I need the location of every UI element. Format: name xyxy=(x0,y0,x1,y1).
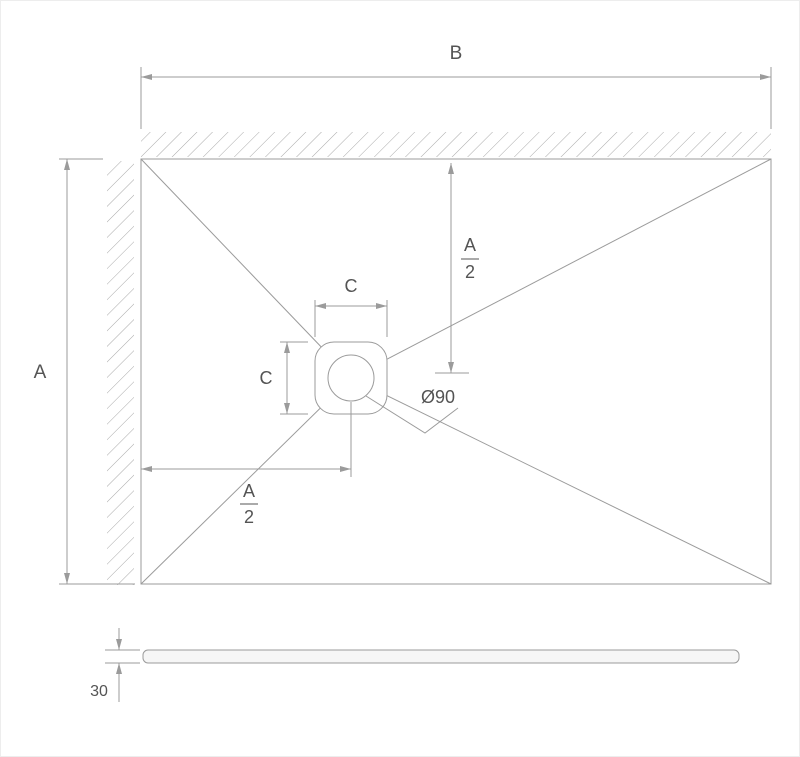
tray-outline xyxy=(140,158,772,585)
dimension-b: B xyxy=(140,43,772,129)
dimension-thickness-label: 30 xyxy=(90,683,108,700)
half-a-vertical-numerator: A xyxy=(464,235,476,255)
half-a-horizontal-numerator: A xyxy=(243,481,255,501)
section-view: 30 xyxy=(90,628,740,702)
drain-circle xyxy=(327,354,375,402)
half-a-vertical-denominator: 2 xyxy=(465,262,475,282)
wall-hatching xyxy=(107,132,771,585)
dimension-c-vertical: C xyxy=(260,341,308,415)
tray-section-slab xyxy=(142,649,740,664)
top-wall-hatch xyxy=(141,132,771,157)
dimension-b-label: B xyxy=(450,43,463,64)
drain xyxy=(314,341,388,415)
slope-diagonals xyxy=(140,158,772,585)
dimension-a-label: A xyxy=(34,362,47,383)
dimension-a: A xyxy=(34,158,135,585)
dimension-c-horizontal-label: C xyxy=(345,276,358,296)
plan-view xyxy=(140,158,772,585)
dimension-half-a-vertical: A 2 xyxy=(435,163,479,374)
left-wall-hatch xyxy=(107,161,134,585)
dimension-half-a-horizontal: A 2 xyxy=(141,402,352,527)
dimension-c-horizontal: C xyxy=(314,276,388,337)
half-a-horizontal-denominator: 2 xyxy=(244,507,254,527)
dimension-thickness: 30 xyxy=(90,628,140,702)
drain-diameter-label: Ø90 xyxy=(421,387,455,407)
drain-diameter-leader xyxy=(365,395,459,434)
dimension-c-vertical-label: C xyxy=(260,368,273,388)
drain-diameter-callout: Ø90 xyxy=(365,387,459,434)
